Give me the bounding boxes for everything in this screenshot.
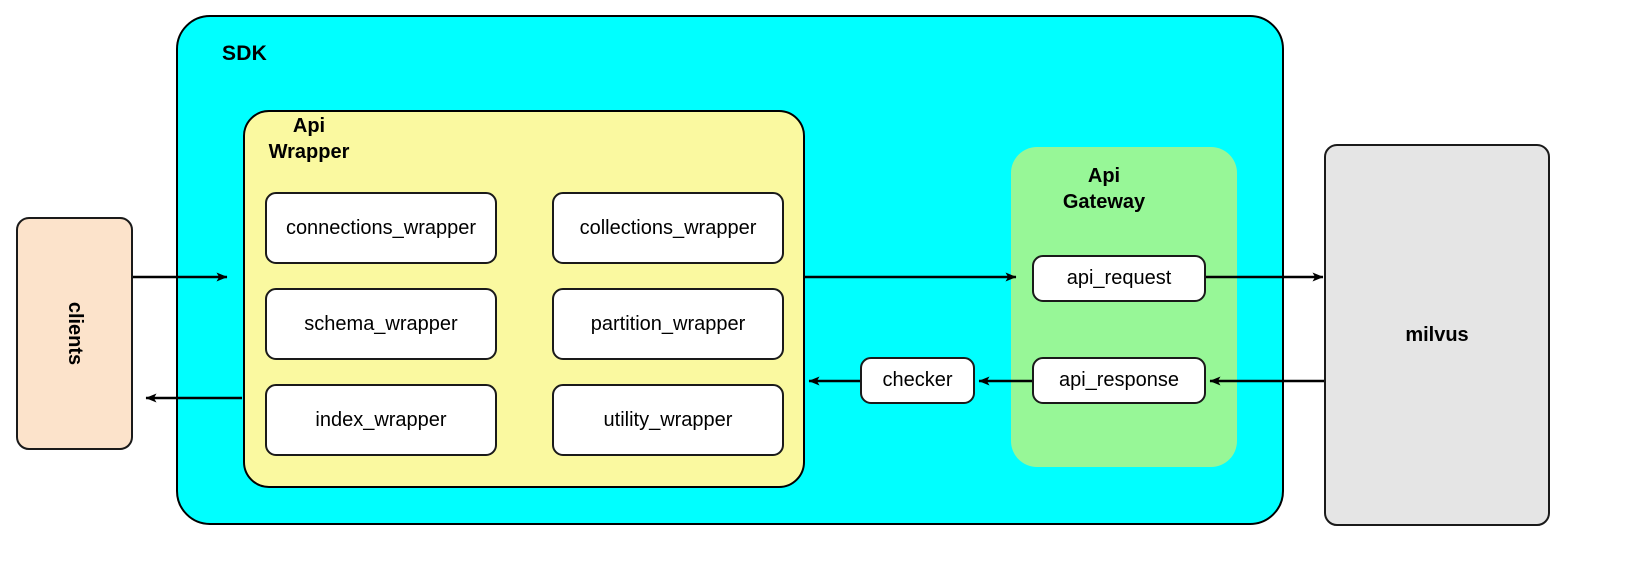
module-partition-wrapper[interactable]: partition_wrapper	[552, 288, 784, 360]
api-gateway-container	[1011, 147, 1237, 467]
api-wrapper-label-line2: Wrapper	[268, 141, 350, 164]
module-label: utility_wrapper	[603, 408, 733, 431]
api-request-node[interactable]: api_request	[1032, 255, 1206, 302]
milvus-node[interactable]: milvus	[1324, 144, 1550, 526]
api-response-label: api_response	[1058, 369, 1180, 391]
module-schema-wrapper[interactable]: schema_wrapper	[265, 288, 497, 360]
module-collections-wrapper[interactable]: collections_wrapper	[552, 192, 784, 264]
milvus-label: milvus	[1405, 323, 1469, 346]
module-label: partition_wrapper	[590, 312, 746, 335]
module-label: collections_wrapper	[579, 216, 757, 239]
sdk-label: SDK	[222, 42, 267, 65]
checker-node[interactable]: checker	[860, 357, 975, 404]
checker-label: checker	[882, 369, 953, 391]
clients-node[interactable]: clients	[16, 217, 133, 450]
module-label: connections_wrapper	[285, 216, 477, 239]
module-label: index_wrapper	[315, 408, 447, 431]
api-request-label: api_request	[1066, 267, 1172, 289]
module-connections-wrapper[interactable]: connections_wrapper	[265, 192, 497, 264]
module-index-wrapper[interactable]: index_wrapper	[265, 384, 497, 456]
module-utility-wrapper[interactable]: utility_wrapper	[552, 384, 784, 456]
api-wrapper-label-line1: Api	[292, 115, 326, 137]
api-wrapper-label: Api Wrapper	[254, 113, 364, 166]
api-response-node[interactable]: api_response	[1032, 357, 1206, 404]
api-gateway-label-line2: Gateway	[1062, 191, 1146, 214]
api-gateway-label-line1: Api	[1087, 165, 1121, 187]
clients-label: clients	[63, 301, 86, 366]
api-gateway-label: Api Gateway	[1024, 163, 1184, 216]
module-label: schema_wrapper	[304, 312, 458, 335]
